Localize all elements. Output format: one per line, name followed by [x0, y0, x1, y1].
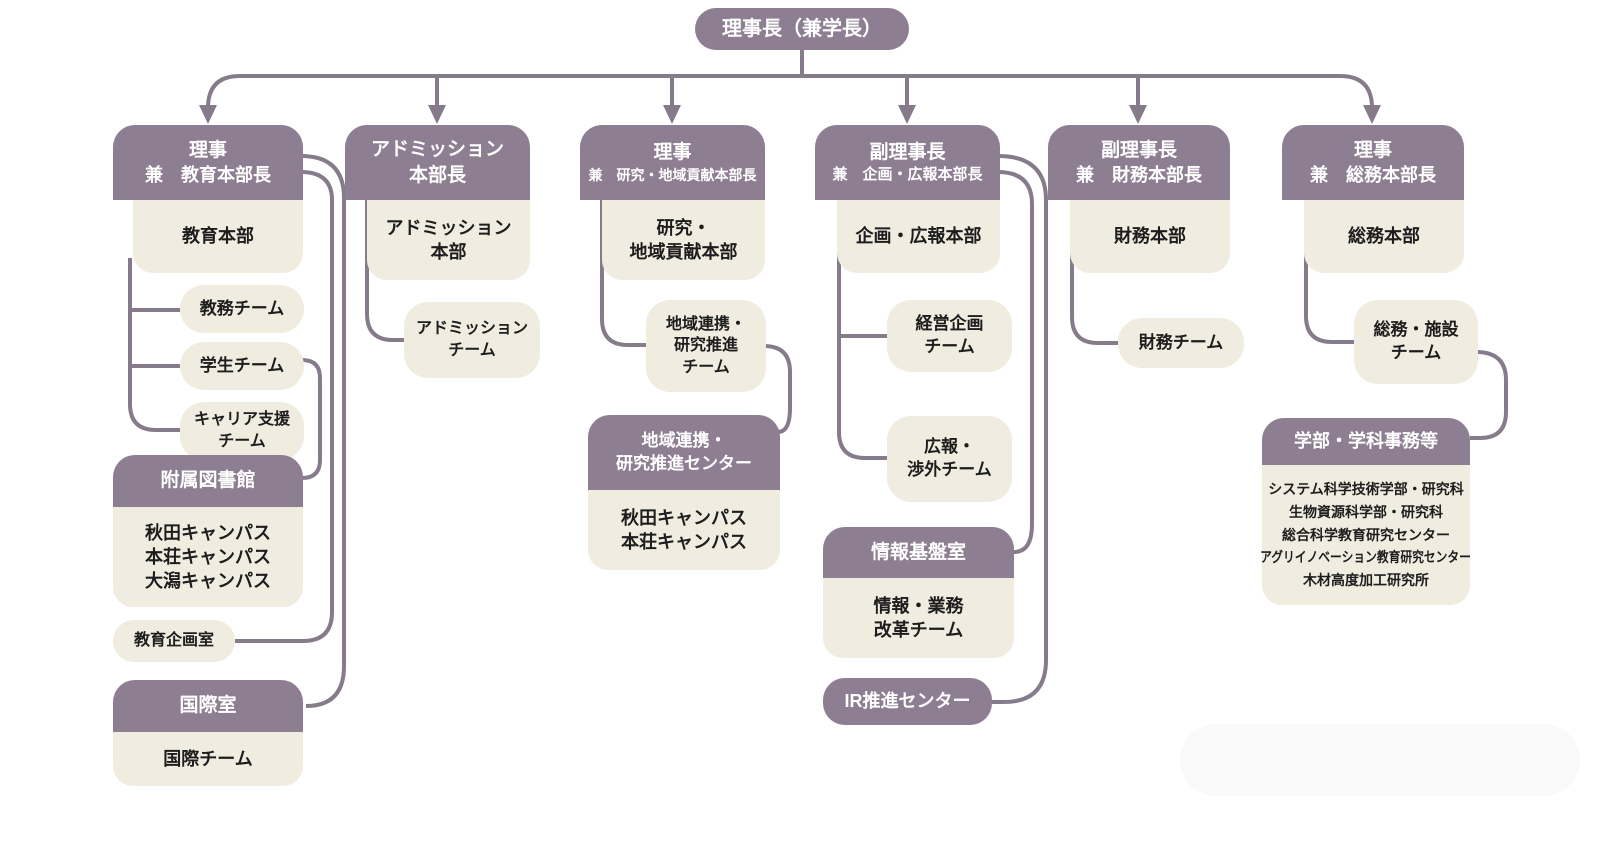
col3-center-header: 地域連携・ 研究推進センター: [588, 415, 780, 490]
col1-header-line1: 理事: [188, 139, 227, 161]
col6-dept-list: システム科学技術学部・研究科 生物資源科学部・研究科 総合科学教育研究センター …: [1260, 465, 1472, 605]
col1-library-campuses: 秋田キャンパス 本荘キャンパス 大潟キャンパス: [113, 507, 303, 607]
col2-division-box: アドミッション 本部: [367, 200, 530, 280]
col3-center-campuses: 秋田キャンパス 本荘キャンパス: [588, 490, 780, 570]
arrowhead-col6: [1363, 105, 1381, 124]
col3-team-link: [600, 200, 646, 347]
dept-item-wood: 木材高度加工研究所: [1303, 572, 1429, 588]
background-artifact: [1180, 724, 1580, 796]
col5-team-finance: 財務チーム: [1118, 318, 1244, 368]
col5-header-box: 副理事長 兼 財務本部長: [1048, 125, 1230, 200]
col2-team-link: [365, 200, 404, 342]
col6-team-link: [1304, 200, 1354, 344]
col2-header-line2: 本部長: [408, 164, 466, 186]
col1-link-planning: [235, 170, 334, 643]
col5-team-link: [1070, 200, 1118, 345]
col3-header-line1: 理事: [653, 142, 692, 164]
col3-division-box: 研究・ 地域貢献本部: [602, 200, 765, 280]
top-rail-line: [206, 74, 1374, 109]
col4-link-ircenter: [992, 154, 1048, 704]
col1-library-header: 附属図書館: [113, 455, 303, 507]
col1-international-header: 国際室: [113, 680, 303, 732]
col6-team-general: 総務・施設 チーム: [1354, 300, 1478, 384]
col4-header-box: 副理事長 兼 企画・広報本部長: [815, 125, 1000, 200]
col5-division-box: 財務本部: [1070, 200, 1230, 273]
col2-header-line1: アドミッション: [370, 138, 504, 160]
arrowhead-col1: [199, 105, 217, 124]
root-chairman-label: 理事長（兼学長）: [722, 18, 882, 40]
col4-team-spine: [837, 200, 887, 460]
col6-dept-header: 学部・学科事務等: [1262, 418, 1470, 465]
col6-header-line1: 理事: [1353, 139, 1392, 161]
col1-link-international: [300, 154, 346, 708]
col1-header-line2: 兼 教育本部長: [145, 165, 271, 186]
col1-team-career: キャリア支援 チーム: [180, 402, 304, 460]
root-chairman-box: 理事長（兼学長）: [695, 8, 909, 50]
col6-division-box: 総務本部: [1304, 200, 1464, 273]
col1-team-student: 学生チーム: [180, 342, 304, 390]
dept-item-agri-innovation: アグリイノベーション教育研究センター: [1260, 549, 1472, 566]
col4-inforoom-team: 情報・業務 改革チーム: [823, 578, 1014, 658]
col4-team-pr: 広報・ 渉外チーム: [887, 416, 1012, 502]
col6-header-box: 理事 兼 総務本部長: [1282, 125, 1464, 200]
col3-team-regional: 地域連携・ 研究推進 チーム: [646, 300, 766, 392]
col4-inforoom-header: 情報基盤室: [823, 527, 1014, 578]
col5-header-line1: 副理事長: [1100, 139, 1177, 161]
col5-header-line2: 兼 財務本部長: [1076, 165, 1202, 186]
arrowhead-col2: [428, 105, 446, 124]
col2-header-box: アドミッション 本部長: [345, 125, 530, 200]
col1-link-library: [301, 358, 322, 480]
col4-team-management: 経営企画 チーム: [887, 300, 1012, 372]
col1-division-box: 教育本部: [133, 200, 303, 273]
arrowhead-col4: [898, 105, 916, 124]
col1-planning-office: 教育企画室: [113, 620, 235, 662]
col6-dept-link: [1470, 350, 1508, 440]
dept-item-systems: システム科学技術学部・研究科: [1268, 481, 1464, 498]
dept-item-bioresource: 生物資源科学部・研究科: [1289, 503, 1443, 520]
col4-header-line1: 副理事長: [869, 141, 946, 163]
arrowhead-col3: [663, 105, 681, 124]
col4-division-box: 企画・広報本部: [837, 200, 1000, 273]
col1-team-spine: [128, 258, 180, 432]
col4-ir-center: IR推進センター: [823, 678, 992, 725]
col1-team-academic: 教務チーム: [180, 285, 304, 333]
col3-header-line2: 兼 研究・地域貢献本部長: [588, 166, 757, 183]
col6-header-line2: 兼 総務本部長: [1310, 165, 1436, 186]
col4-link-inforoom: [997, 170, 1034, 554]
arrowhead-col5: [1129, 105, 1147, 124]
dept-item-comprehensive: 総合科学教育研究センター: [1282, 526, 1450, 543]
col3-header-box: 理事 兼 研究・地域貢献本部長: [580, 125, 765, 200]
col4-header-line2: 兼 企画・広報本部長: [832, 166, 983, 184]
col1-international-team: 国際チーム: [113, 732, 303, 786]
col3-center-link: [763, 344, 792, 434]
col1-header-box: 理事 兼 教育本部長: [113, 125, 303, 200]
col2-team-admission: アドミッション チーム: [404, 302, 540, 378]
